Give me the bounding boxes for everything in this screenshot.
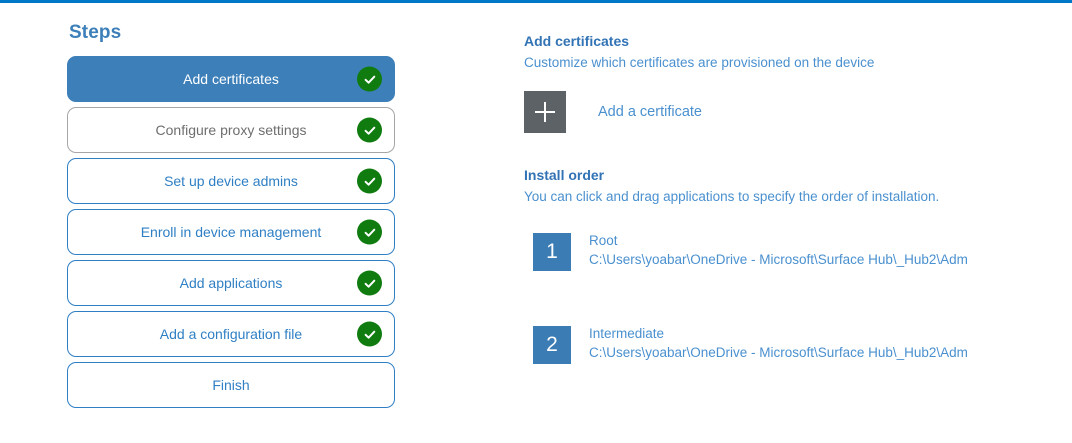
list-item[interactable]: 2 Intermediate C:\Users\yoabar\OneDrive … [524, 326, 1044, 364]
check-circle-icon [357, 168, 382, 194]
plus-icon [535, 102, 555, 122]
step-label: Add certificates [183, 71, 279, 87]
install-order-title: Install order [524, 167, 605, 183]
certificate-path: C:\Users\yoabar\OneDrive - Microsoft\Sur… [589, 252, 968, 267]
step-item-configure-proxy-settings[interactable]: Configure proxy settings [67, 107, 395, 153]
detail-panel: Add certificates Customize which certifi… [524, 32, 1044, 419]
certificate-name: Intermediate [589, 326, 665, 341]
certificate-install-order-list: 1 Root C:\Users\yoabar\OneDrive - Micros… [524, 233, 1044, 364]
check-circle-icon [357, 219, 382, 245]
check-circle-icon [357, 117, 382, 143]
order-number-badge: 1 [533, 233, 571, 271]
steps-panel: Steps Add certificates Configure proxy s… [67, 22, 397, 413]
page-title: Add certificates [524, 33, 630, 49]
top-accent-rule [0, 0, 1072, 3]
step-label: Finish [212, 377, 250, 393]
step-item-add-applications[interactable]: Add applications [67, 260, 395, 306]
step-label: Configure proxy settings [155, 122, 307, 138]
certificate-info: Intermediate C:\Users\yoabar\OneDrive - … [589, 324, 1019, 363]
add-certificate-button[interactable] [524, 91, 566, 133]
install-order-block: Install order You can click and drag app… [524, 166, 1044, 206]
step-item-add-a-configuration-file[interactable]: Add a configuration file [67, 311, 395, 357]
step-item-enroll-in-device-management[interactable]: Enroll in device management [67, 209, 395, 255]
steps-heading: Steps [69, 22, 122, 43]
add-certificate-row: Add a certificate [524, 91, 1044, 133]
certificate-name: Root [589, 233, 618, 248]
list-item[interactable]: 1 Root C:\Users\yoabar\OneDrive - Micros… [524, 233, 1044, 271]
step-item-finish[interactable]: Finish [67, 362, 395, 408]
check-circle-icon [357, 321, 382, 347]
step-label: Add a configuration file [159, 326, 303, 342]
certificate-path: C:\Users\yoabar\OneDrive - Microsoft\Sur… [589, 345, 968, 360]
step-item-set-up-device-admins[interactable]: Set up device admins [67, 158, 395, 204]
certificate-info: Root C:\Users\yoabar\OneDrive - Microsof… [589, 231, 1019, 270]
order-number-badge: 2 [533, 326, 571, 364]
step-label: Add applications [179, 275, 283, 291]
check-circle-icon [357, 66, 382, 92]
check-circle-icon [357, 270, 382, 296]
step-label: Set up device admins [164, 173, 298, 189]
step-label: Enroll in device management [140, 224, 322, 240]
install-order-description: You can click and drag applications to s… [524, 189, 940, 204]
page-subtitle: Customize which certificates are provisi… [524, 55, 875, 70]
add-certificate-label[interactable]: Add a certificate [598, 104, 702, 120]
step-item-add-certificates[interactable]: Add certificates [67, 56, 395, 102]
